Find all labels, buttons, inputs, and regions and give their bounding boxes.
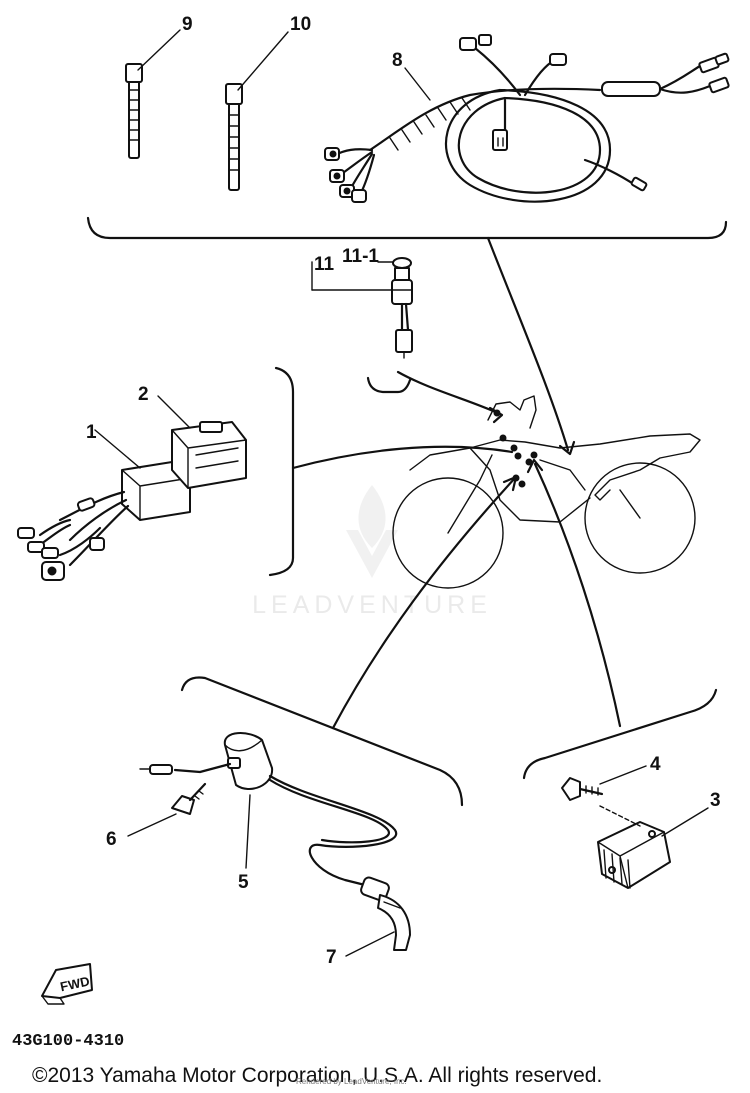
leader-4: [599, 765, 647, 785]
motorcycle-outline: [392, 395, 701, 589]
connector-line-coil: [331, 476, 517, 730]
leadventure-watermark: LEADVENTURE: [252, 485, 492, 619]
leader-1: [94, 429, 141, 469]
bolt-to-rectifier-guide: [599, 805, 641, 827]
leader-2: [157, 395, 191, 429]
callout-2: 2: [138, 384, 149, 405]
coil-group-bracket: [180, 676, 464, 807]
part-6-screw: [171, 782, 207, 815]
connector-line-harness: [486, 236, 570, 452]
callout-6: 6: [106, 829, 117, 850]
part-5-ignition-coil: [139, 732, 398, 887]
part-11-bracket: [366, 376, 412, 394]
diagram-code: 43G100-4310: [12, 1032, 124, 1051]
leader-8: [404, 67, 431, 101]
rectifier-group-bracket: [522, 688, 718, 780]
top-group-bracket: [86, 216, 728, 240]
part-11-neutral-switch: [391, 257, 413, 359]
part-3-rectifier-regulator: [597, 821, 671, 889]
callout-8: 8: [392, 50, 403, 71]
mounting-points: [493, 409, 538, 488]
left-group-bracket: [268, 366, 295, 577]
part-10-cable-band: [225, 83, 243, 191]
fwd-label: FWD: [59, 973, 91, 994]
leader-3: [661, 807, 709, 837]
leader-10: [237, 31, 289, 91]
callout-5: 5: [238, 872, 249, 893]
connector-line-rectifier: [533, 462, 622, 728]
callout-7: 7: [326, 947, 337, 968]
callout-11: 11: [314, 254, 335, 275]
leader-6: [127, 813, 177, 837]
leader-5: [245, 794, 251, 869]
connector-line-switch: [396, 370, 502, 416]
watermark-brand: LEADVENTURE: [252, 591, 492, 619]
part-1-cdi-unit: [17, 461, 191, 581]
callout-9: 9: [182, 14, 193, 35]
connector-line-cdi: [291, 445, 514, 470]
part-2-cdi-holder: [171, 421, 247, 489]
arrow-rectifier: [526, 458, 544, 474]
callout-10: 10: [290, 14, 311, 35]
callout-11-1: 11-1: [342, 246, 379, 267]
part-9-cable-band: [125, 63, 143, 159]
arrow-harness: [558, 440, 576, 456]
part-8-wire-harness: [324, 34, 730, 203]
copyright-notice: ©2013 Yamaha Motor Corporation, U.S.A. A…: [32, 1064, 602, 1087]
callout-1: 1: [86, 422, 97, 443]
callout-4: 4: [650, 754, 661, 775]
part-4-bolt: [561, 777, 604, 801]
rendered-by-watermark: Rendered by LeadVenture, Inc.: [296, 1077, 407, 1086]
callout-3: 3: [710, 790, 721, 811]
arrow-switch: [488, 406, 504, 424]
leader-9: [137, 29, 181, 71]
arrow-coil: [502, 475, 518, 492]
part-7-spark-plug-cap: [360, 876, 411, 951]
leader-7: [345, 931, 395, 957]
fwd-arrow-icon: FWD: [41, 963, 93, 1005]
